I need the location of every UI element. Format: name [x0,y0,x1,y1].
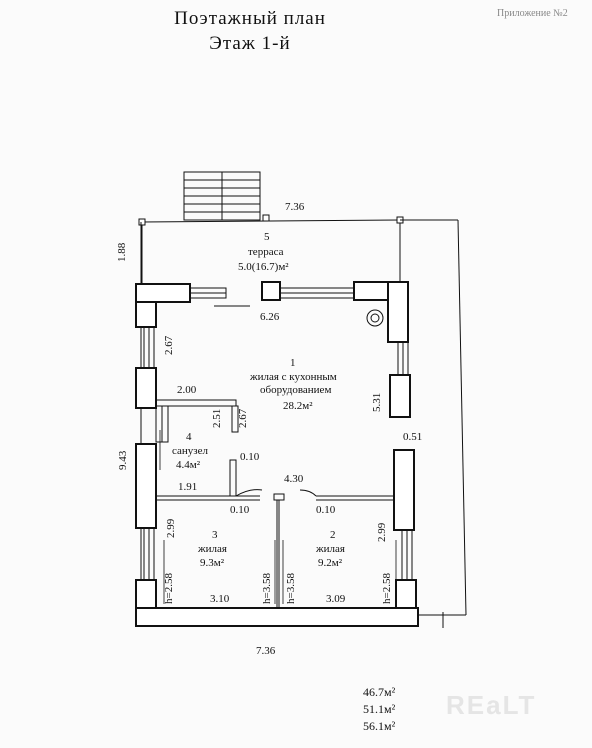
dim-h-room3-right: h=3.58 [261,573,273,604]
bath-area: 4.4м² [176,459,201,471]
bath-name: санузел [172,445,209,457]
bath-number: 4 [186,431,192,443]
dim-partition-left: 0.10 [240,451,260,463]
dim-bath-h1: 2.51 [211,409,223,428]
dim-total-height: 9.43 [117,450,129,470]
dimension-lines [159,430,397,604]
dim-bath-h2: 2.67 [237,408,249,428]
room3-name: жилая [197,543,227,555]
dim-h-room3-left: h=2.58 [163,573,175,604]
living-number: 1 [290,357,296,369]
dim-bath-width: 2.00 [177,384,197,396]
room3-number: 3 [212,529,218,541]
dim-right-wall-living: 5.31 [371,393,383,412]
dim-h-room2-left: h=3.58 [285,573,297,604]
total-line-2: 51.1м² [363,702,396,716]
dim-room2-depth: 2.99 [376,522,388,542]
total-line-1: 46.7м² [363,685,396,699]
living-area: 28.2м² [283,400,313,412]
dim-bath-bottom: 1.91 [178,481,197,493]
dim-room3-width: 3.10 [210,593,230,605]
room2-area: 9.2м² [318,557,343,569]
windows-partitions [143,287,413,608]
room2-name: жилая [315,543,345,555]
floor-subtitle: Этаж 1-й [209,33,291,54]
total-line-3: 56.1м² [363,719,396,733]
dim-left-wall-upper: 2.67 [163,335,175,355]
dim-h-room2-right: h=2.58 [381,573,393,604]
dim-bottom-width: 7.36 [256,645,276,657]
dim-hall-width: 6.26 [260,311,280,323]
terrace-name: терраса [248,246,284,258]
dim-room3-depth: 2.99 [165,518,177,538]
dim-top-width: 7.36 [285,201,305,213]
area-totals: 46.7м² 51.1м² 56.1м² [363,684,395,735]
stairs [183,171,261,221]
room2-number: 2 [330,529,336,541]
living-name-line2: оборудованием [260,384,331,396]
watermark-logo: REaLT [446,690,537,720]
terrace-area: 5.0(16.7)м² [238,261,289,273]
outer-dimension-frame [140,219,467,628]
dim-partition-mid-right: 0.10 [316,504,336,516]
living-name-line1: жилая с кухонным [249,371,337,383]
dim-right-offset: 0.51 [403,431,422,443]
dim-corridor: 4.30 [284,473,304,485]
appendix-label: Приложение №2 [497,8,568,19]
plan-title: Поэтажный план [174,8,326,29]
terrace-number: 5 [264,231,270,243]
room3-area: 9.3м² [200,557,225,569]
dim-partition-mid-left: 0.10 [230,504,250,516]
dim-terrace-depth: 1.88 [116,242,128,262]
dim-room2-width: 3.09 [326,593,346,605]
house-walls [135,281,419,627]
